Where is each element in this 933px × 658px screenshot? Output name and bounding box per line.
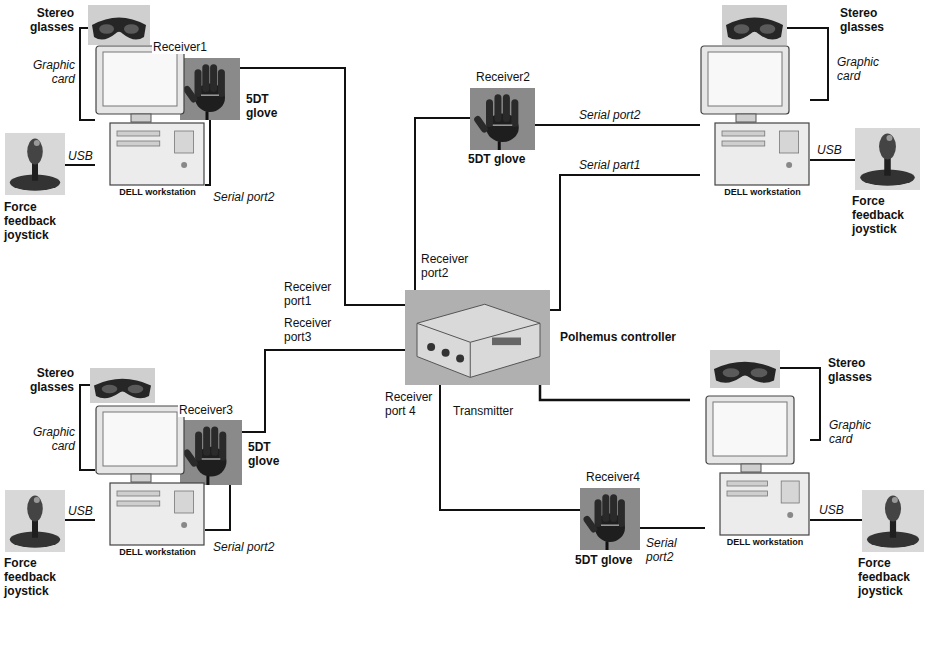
port-label: Graphic card: [836, 55, 898, 83]
port-label: Receiver port1: [283, 280, 343, 308]
cable-connector: [205, 485, 230, 530]
tracker-controller-picture: [405, 290, 550, 385]
node-label: 5DT glove: [575, 553, 645, 567]
data-glove: 5DT glove: [180, 58, 240, 120]
port-label: USB: [67, 504, 97, 518]
node-label: Stereo glasses: [840, 6, 896, 34]
workstation: DELL workstation: [705, 395, 810, 545]
cable-connector: [65, 519, 95, 521]
force-joystick: Force feedback joystick: [855, 128, 920, 190]
force-joystick-picture: [855, 128, 920, 190]
node-label: Polhemus controller: [560, 330, 700, 344]
node-label: 5DT glove: [248, 440, 290, 468]
port-label: Serial port2: [212, 540, 294, 554]
port-label: Graphic card: [20, 58, 76, 86]
cable-connector: [240, 68, 405, 305]
port-label: Graphic card: [20, 425, 76, 453]
data-glove-picture: [470, 88, 535, 150]
port-label: Serial part1: [578, 158, 660, 172]
port-label: USB: [67, 149, 97, 163]
force-joystick-picture: [5, 133, 65, 195]
node-label: DELL workstation: [715, 187, 810, 198]
port-label: USB: [816, 143, 850, 157]
port-label: Serial port2: [645, 536, 705, 564]
port-label: Receiver port 4: [384, 390, 436, 418]
force-joystick-picture: [862, 490, 924, 552]
cable-connector: [440, 385, 580, 510]
port-label: Transmitter: [452, 404, 534, 418]
workstation-picture: [705, 395, 810, 545]
stereo-glasses: Stereo glasses: [710, 350, 780, 388]
node-label: Stereo glasses: [22, 366, 74, 394]
stereo-glasses-picture: [710, 350, 780, 388]
cable-connector: [550, 175, 700, 310]
workstation: DELL workstation: [700, 45, 810, 205]
port-label: Receiver port2: [420, 252, 484, 280]
stereo-glasses: Stereo glasses: [90, 368, 155, 403]
port-label: Receiver1: [152, 40, 216, 54]
data-glove-picture: [180, 420, 242, 485]
tracker-controller: Polhemus controller: [405, 290, 550, 385]
data-glove: 5DT glove: [470, 88, 535, 150]
cable-connector: [205, 120, 210, 185]
port-label: Receiver2: [475, 70, 547, 84]
data-glove: 5DT glove: [180, 420, 242, 485]
port-label: Receiver4: [585, 470, 657, 484]
data-glove: 5DT glove: [580, 488, 640, 550]
node-label: DELL workstation: [110, 547, 205, 558]
cable-connector: [242, 350, 405, 432]
data-glove-picture: [180, 58, 240, 120]
port-label: USB: [818, 503, 852, 517]
port-label: Receiver3: [178, 403, 242, 417]
stereo-glasses-picture: [88, 5, 150, 45]
cable-connector: [810, 519, 862, 521]
stereo-glasses-picture: [90, 368, 155, 403]
node-label: Force feedback joystick: [858, 556, 928, 598]
port-label: Serial port2: [578, 108, 660, 122]
node-label: Force feedback joystick: [4, 200, 68, 242]
cable-connector: [787, 28, 828, 100]
stereo-glasses-picture: [722, 5, 787, 45]
node-label: 5DT glove: [246, 92, 288, 120]
node-label: Stereo glasses: [22, 6, 74, 34]
port-label: Receiver port3: [283, 316, 343, 344]
stereo-glasses: Stereo glasses: [722, 5, 787, 45]
node-label: Stereo glasses: [828, 356, 884, 384]
workstation: DELL workstation: [95, 45, 205, 205]
force-joystick: Force feedback joystick: [5, 133, 65, 195]
workstation-picture: [95, 405, 205, 555]
node-label: Force feedback joystick: [852, 194, 922, 236]
cable-connector: [640, 527, 705, 529]
node-label: 5DT glove: [468, 152, 548, 166]
port-label: Graphic card: [828, 418, 890, 446]
node-label: Force feedback joystick: [4, 556, 68, 598]
node-label: DELL workstation: [720, 537, 810, 548]
force-joystick-picture: [5, 490, 65, 552]
cable-connector: [65, 164, 95, 166]
transmitter-cable: [540, 385, 690, 400]
node-label: DELL workstation: [110, 187, 205, 198]
stereo-glasses: Stereo glasses: [88, 5, 150, 45]
data-glove-picture: [580, 488, 640, 550]
workstation-picture: [95, 45, 205, 205]
force-joystick: Force feedback joystick: [5, 490, 65, 552]
cable-connector: [810, 159, 855, 161]
port-label: Serial port2: [212, 190, 294, 204]
cable-connector: [535, 124, 700, 126]
workstation: DELL workstation: [95, 405, 205, 555]
workstation-picture: [700, 45, 810, 205]
force-joystick: Force feedback joystick: [862, 490, 924, 552]
